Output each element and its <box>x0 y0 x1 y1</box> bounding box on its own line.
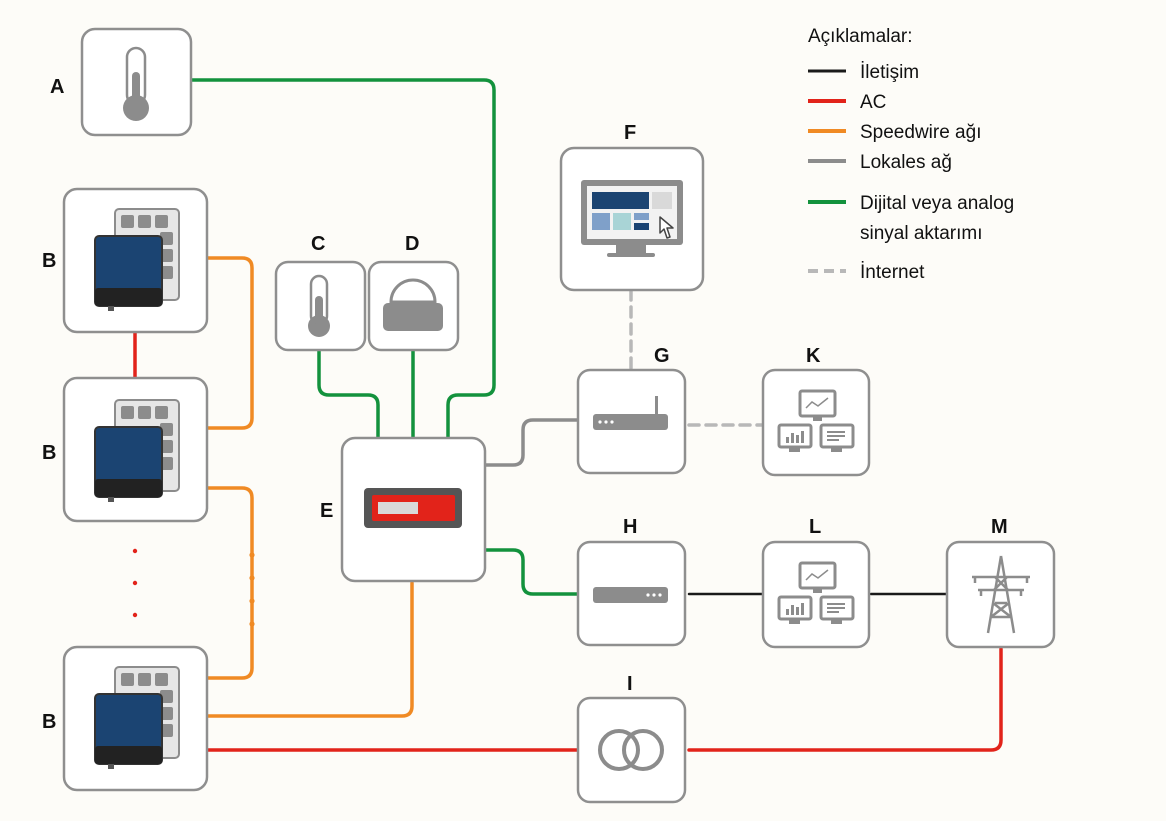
signal-line-a-e <box>189 78 496 440</box>
speedwire-dot <box>249 552 255 558</box>
thermometer-icon <box>123 46 149 121</box>
irradiation-sensor-icon <box>383 278 443 331</box>
monitor-touch-icon <box>581 180 683 257</box>
connection-lines <box>132 78 1003 752</box>
speedwire-dot <box>249 598 255 604</box>
node-b3: B <box>42 645 209 792</box>
speedwire-line-b1-b2 <box>205 256 254 430</box>
node-l-label: L <box>809 516 821 538</box>
node-k-box <box>761 368 871 477</box>
node-h-label: H <box>623 516 637 538</box>
node-c: C <box>274 233 367 352</box>
signal-line-c-e <box>317 349 380 440</box>
legend-label-local-network: Lokales ağ <box>860 152 952 173</box>
node-e: E <box>320 436 487 583</box>
node-i-box <box>576 696 687 804</box>
node-i: I <box>576 673 687 804</box>
power-pylon-icon <box>972 555 1030 634</box>
ac-line-i-m <box>687 647 1003 752</box>
node-k-label: K <box>806 345 821 367</box>
workstations-icon <box>777 389 855 452</box>
legend-label-signal-line2: sinyal aktarımı <box>860 223 982 244</box>
speedwire-line-b3-e <box>205 581 414 718</box>
node-h: H <box>576 516 687 647</box>
node-b3-label: B <box>42 711 56 733</box>
ac-dot <box>132 548 138 554</box>
node-b1: B <box>42 187 209 334</box>
node-m-label: M <box>991 516 1008 538</box>
node-c-label: C <box>311 233 325 255</box>
ac-dot <box>132 612 138 618</box>
speedwire-dot <box>249 621 255 627</box>
node-b2-label: B <box>42 442 56 464</box>
legend-label-ac: AC <box>860 92 886 113</box>
ac-dot <box>132 580 138 586</box>
node-k: K <box>761 345 871 477</box>
inverter-with-pv-panel-icon <box>94 666 180 769</box>
inverter-continuation-dots <box>132 548 255 627</box>
node-l: L <box>761 516 871 649</box>
router-icon <box>593 396 668 430</box>
thermometer-icon <box>308 274 330 337</box>
node-b2: B <box>42 376 209 523</box>
node-f: F <box>559 122 705 292</box>
legend: Açıklamalar: İletişim AC Speedwire ağı L… <box>808 26 1014 283</box>
transformer-icon <box>598 729 664 771</box>
legend-label-speedwire: Speedwire ağı <box>860 122 981 143</box>
inverter-with-pv-panel-icon <box>94 399 180 502</box>
inverter-with-pv-panel-icon <box>94 208 180 311</box>
legend-label-communication: İletişim <box>860 62 919 83</box>
node-g: G <box>576 345 687 475</box>
modem-icon <box>593 587 668 603</box>
workstations-icon <box>777 561 855 624</box>
node-a: A <box>50 27 193 137</box>
node-m: M <box>945 516 1056 649</box>
node-a-label: A <box>50 76 64 98</box>
node-d: D <box>367 233 460 352</box>
node-f-label: F <box>624 122 636 144</box>
node-d-label: D <box>405 233 419 255</box>
node-b1-label: B <box>42 250 56 272</box>
node-g-label: G <box>654 345 670 367</box>
node-e-label: E <box>320 500 333 522</box>
signal-line-e-h <box>483 548 580 596</box>
node-m-box <box>945 540 1056 649</box>
legend-title: Açıklamalar: <box>808 26 913 47</box>
legend-label-signal: Dijital veya analog <box>860 193 1014 214</box>
legend-label-internet: İnternet <box>860 262 925 283</box>
speedwire-dot <box>249 575 255 581</box>
node-i-label: I <box>627 673 633 695</box>
node-l-box <box>761 540 871 649</box>
data-manager-icon <box>364 488 462 528</box>
speedwire-line-b2-b3 <box>205 486 254 680</box>
lan-line-e-g <box>483 418 580 467</box>
